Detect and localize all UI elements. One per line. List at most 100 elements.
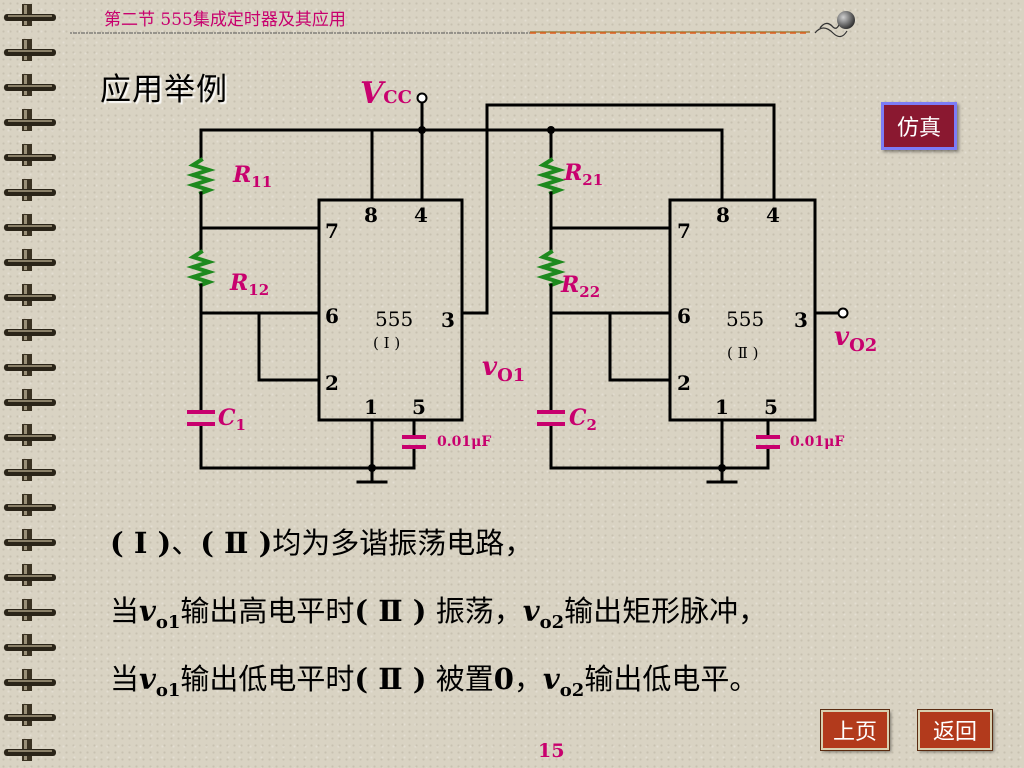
chip1-id: ( Ⅰ ) <box>373 334 400 352</box>
binding-ring <box>4 214 56 236</box>
c1-label: C <box>218 405 236 431</box>
vo1-subscript: o1 <box>155 679 181 701</box>
body-line-2-part: ( Ⅱ ) <box>354 594 427 628</box>
body-line-1-part: ( Ⅱ ) <box>200 526 273 560</box>
vo2-subscript: o2 <box>559 679 585 701</box>
chip1-pin-5: 5 <box>412 395 426 419</box>
body-line-2: 当vo1输出高电平时( Ⅱ ) 振荡，vo2输出矩形脉冲， <box>110 588 767 633</box>
chip1-pin-7: 7 <box>325 219 339 243</box>
binding-ring <box>4 109 56 131</box>
chip1-pin-1: 1 <box>364 395 378 419</box>
chip2-pin-3: 3 <box>794 308 808 332</box>
globe-icon <box>819 11 855 29</box>
r11-label: R <box>232 162 251 188</box>
binding-ring <box>4 564 56 586</box>
r21-subscript: 21 <box>582 171 603 189</box>
binding-ring <box>4 739 56 761</box>
simulate-button[interactable]: 仿真 <box>881 102 957 150</box>
vo2-symbol: v <box>522 594 540 628</box>
binding-ring <box>4 319 56 341</box>
chip1-pin-8: 8 <box>364 203 378 227</box>
body-line-1-part: ( Ⅰ ) <box>110 526 172 560</box>
body-line-1-part: 均为多谐振荡电路， <box>272 526 534 560</box>
body-line-1: ( Ⅰ )、( Ⅱ )均为多谐振荡电路， <box>110 520 533 562</box>
chip2-pin-8: 8 <box>716 203 730 227</box>
binding-ring <box>4 634 56 656</box>
chip2-name: 555 <box>726 307 764 331</box>
chip1-pin-6: 6 <box>325 304 339 328</box>
page-heading: 应用举例 <box>100 72 228 108</box>
binding-ring <box>4 284 56 306</box>
vo1-symbol: v <box>139 594 156 628</box>
chip2-pin-6: 6 <box>677 304 691 328</box>
back-button[interactable]: 返回 <box>917 709 993 751</box>
page-number: 15 <box>538 740 565 762</box>
vo2-subscript: O2 <box>849 335 877 356</box>
binding-ring <box>4 459 56 481</box>
binding-rings-decoration <box>4 4 56 761</box>
cap-value-label-2: 0.01μF <box>790 434 844 450</box>
body-line-3-number: 0 <box>493 662 514 696</box>
binding-ring <box>4 669 56 691</box>
vo1-label: v <box>482 352 498 382</box>
svg-text:R21: R21 <box>563 160 603 189</box>
r22-label: R <box>560 272 579 298</box>
body-line-3-part: 被置 <box>426 662 494 696</box>
prev-page-button[interactable]: 上页 <box>820 709 890 751</box>
binding-ring <box>4 599 56 621</box>
chip1-pin-3: 3 <box>441 308 455 332</box>
vo1-subscript: O1 <box>497 365 525 386</box>
chip2-id: ( Ⅱ ) <box>727 344 758 362</box>
r22-subscript: 22 <box>579 283 600 301</box>
chip2-pin-1: 1 <box>715 395 729 419</box>
body-line-1-part: 、 <box>171 526 201 560</box>
svg-text:VCC: VCC <box>360 76 412 111</box>
chip2-pin-5: 5 <box>764 395 778 419</box>
c1-subscript: 1 <box>236 416 246 434</box>
binding-ring <box>4 529 56 551</box>
binding-ring <box>4 424 56 446</box>
svg-text:vO2: vO2 <box>834 322 877 356</box>
body-line-2-part: 输出矩形脉冲， <box>564 594 768 628</box>
svg-text:R12: R12 <box>229 270 269 299</box>
chip1-name: 555 <box>375 307 413 331</box>
body-line-3-part: 当 <box>110 662 140 696</box>
vo2-symbol: v <box>542 662 560 696</box>
vo2-subscript: o2 <box>539 611 565 633</box>
vo1-subscript: o1 <box>155 611 181 633</box>
binding-ring <box>4 704 56 726</box>
section-title: 第二节 555集成定时器及其应用 <box>104 10 346 30</box>
body-line-2-part: 振荡， <box>426 594 523 628</box>
svg-text:R11: R11 <box>232 162 272 191</box>
r12-label: R <box>229 270 248 296</box>
body-line-3-part: ， <box>513 662 543 696</box>
chip2-pin-4: 4 <box>766 203 780 227</box>
svg-text:vO1: vO1 <box>482 352 525 386</box>
vo2-label: v <box>834 322 850 352</box>
binding-ring <box>4 494 56 516</box>
svg-text:C2: C2 <box>569 405 597 434</box>
chip1-pin-2: 2 <box>325 371 339 395</box>
chip2-pin-2: 2 <box>677 371 691 395</box>
chip2-pin-7: 7 <box>677 219 691 243</box>
vcc-subscript: CC <box>383 87 412 108</box>
binding-ring <box>4 389 56 411</box>
c2-label: C <box>569 405 587 431</box>
r11-subscript: 11 <box>251 173 272 191</box>
binding-ring <box>4 179 56 201</box>
c2-subscript: 2 <box>587 416 597 434</box>
vo1-symbol: v <box>139 662 156 696</box>
binding-ring <box>4 39 56 61</box>
r21-label: R <box>563 160 582 186</box>
body-line-2-part: 当 <box>110 594 140 628</box>
binding-ring <box>4 249 56 271</box>
vcc-label: V <box>360 76 386 111</box>
chip1-pin-4: 4 <box>414 203 428 227</box>
body-line-3-part: ( Ⅱ ) <box>354 662 427 696</box>
svg-text:R22: R22 <box>560 272 600 301</box>
binding-ring <box>4 74 56 96</box>
body-line-2-part: 输出高电平时 <box>180 594 355 628</box>
body-line-3-part: 输出低电平时 <box>180 662 355 696</box>
